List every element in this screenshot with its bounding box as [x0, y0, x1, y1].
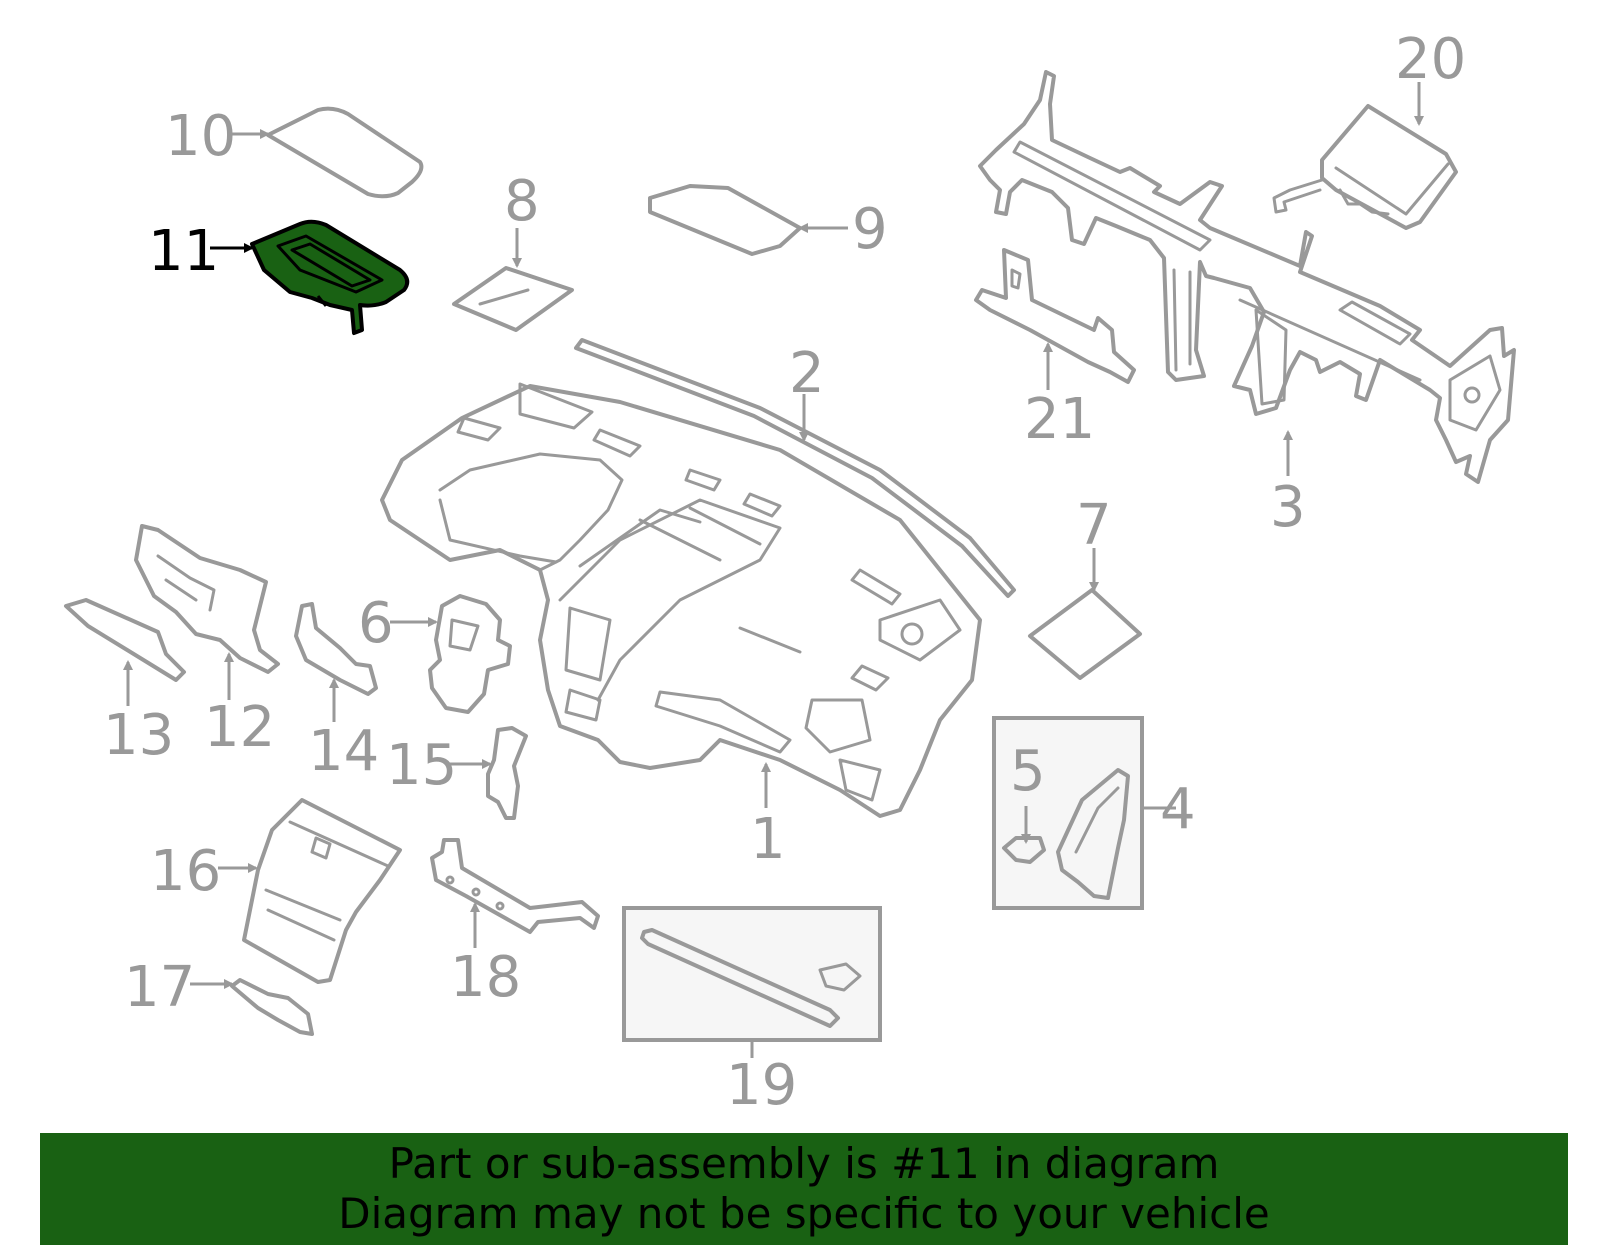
part-5-shape[interactable] — [1002, 836, 1046, 864]
part-10-shape[interactable] — [266, 106, 424, 199]
part-18-shape[interactable] — [430, 838, 600, 934]
part-20-shape[interactable] — [1272, 104, 1458, 230]
part-19-shape[interactable] — [640, 928, 862, 1028]
callout-9: 9 — [852, 197, 888, 262]
callout-11: 11 — [148, 219, 219, 284]
callout-4: 4 — [1160, 777, 1196, 842]
callout-10: 10 — [165, 104, 236, 169]
callout-15: 15 — [386, 733, 457, 798]
part-15-shape[interactable] — [486, 726, 528, 820]
part-2-shape[interactable] — [574, 338, 1016, 598]
part-3-shape[interactable] — [978, 70, 1516, 484]
callout-14: 14 — [308, 719, 379, 784]
callout-21: 21 — [1024, 387, 1095, 452]
callout-19: 19 — [726, 1053, 797, 1118]
callout-2: 2 — [789, 341, 825, 406]
part-13-shape[interactable] — [64, 598, 186, 682]
callout-1: 1 — [750, 807, 786, 872]
part-9-shape[interactable] — [648, 184, 802, 256]
part-11-shape[interactable] — [250, 219, 410, 335]
callout-5: 5 — [1010, 739, 1046, 804]
callout-6: 6 — [358, 591, 394, 656]
part-14-shape[interactable] — [294, 602, 378, 696]
callout-16: 16 — [150, 839, 221, 904]
callout-18: 18 — [450, 945, 521, 1010]
part-7-shape[interactable] — [1028, 588, 1142, 680]
part-21-shape[interactable] — [974, 248, 1136, 384]
callout-12: 12 — [204, 695, 275, 760]
callout-3: 3 — [1270, 475, 1306, 540]
banner-line-1: Part or sub-assembly is #11 in diagram — [388, 1139, 1220, 1188]
info-banner: Part or sub-assembly is #11 in diagram D… — [40, 1133, 1568, 1245]
part-4-shape[interactable] — [1056, 768, 1130, 900]
part-12-shape[interactable] — [134, 524, 280, 674]
part-8-shape[interactable] — [452, 266, 574, 332]
callout-13: 13 — [103, 703, 174, 768]
callout-8: 8 — [504, 169, 540, 234]
callout-20: 20 — [1395, 27, 1466, 92]
part-6-shape[interactable] — [428, 594, 512, 714]
part-16-shape[interactable] — [242, 798, 402, 984]
part-1-shape[interactable] — [380, 382, 982, 818]
part-17-shape[interactable] — [230, 978, 314, 1036]
banner-line-2: Diagram may not be specific to your vehi… — [338, 1189, 1270, 1238]
callout-17: 17 — [124, 955, 195, 1020]
callout-7: 7 — [1076, 493, 1112, 558]
